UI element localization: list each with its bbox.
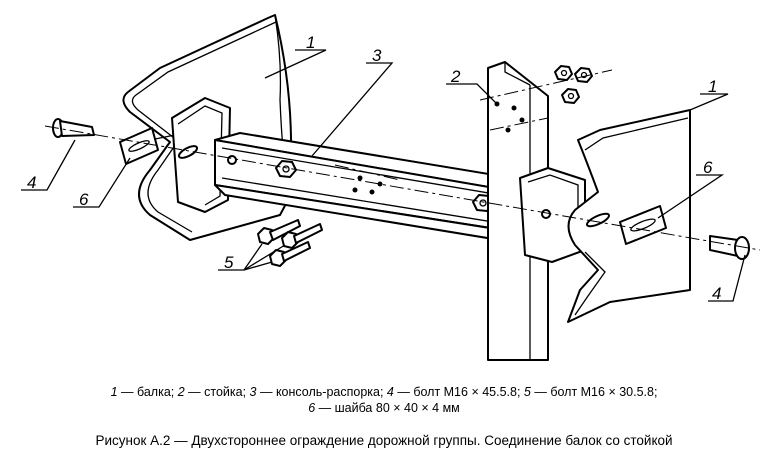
washer-right bbox=[619, 205, 667, 245]
spacer-bracket bbox=[214, 132, 556, 246]
legend-item-bolt-45: 4 — болт М16 × 45.5.8; bbox=[386, 385, 524, 399]
callout-beam-left: 1 bbox=[306, 33, 315, 52]
callout-beam-right: 1 bbox=[708, 77, 717, 96]
callout-spacer-bracket: 3 bbox=[372, 46, 382, 65]
legend-item-washer: 6 — шайба 80 × 40 × 4 мм bbox=[308, 401, 460, 415]
assembly-drawing: 1 3 2 1 6 4 6 5 4 bbox=[21, 14, 761, 361]
callout-washer-right: 6 bbox=[703, 158, 713, 177]
bolt-right bbox=[709, 235, 750, 260]
beam-right bbox=[567, 109, 691, 323]
axis-lines bbox=[44, 69, 761, 251]
callout-bolt-left: 4 bbox=[27, 173, 36, 192]
legend-item-bolt-30: 5 — болт М16 × 30.5.8; bbox=[523, 385, 658, 399]
legend-item-post: 2 — стойка; bbox=[177, 385, 250, 399]
small-bolts bbox=[257, 219, 323, 267]
callout-post: 2 bbox=[450, 67, 461, 86]
nuts bbox=[554, 65, 593, 104]
bolt-left bbox=[52, 118, 95, 138]
legend-line-2: 6 — шайба 80 × 40 × 4 мм bbox=[0, 400, 768, 416]
callout-washer-left: 6 bbox=[79, 190, 89, 209]
legend-line-1: 1 — балка; 2 — стойка; 3 — консоль-распо… bbox=[0, 384, 768, 400]
legend-item-spacer-bracket: 3 — консоль-распорка; bbox=[249, 385, 387, 399]
figure-caption: Рисунок А.2 — Двухстороннее ограждение д… bbox=[95, 433, 673, 448]
callout-bolts-small: 5 bbox=[224, 253, 234, 272]
legend-item-beam: 1 — балка; bbox=[110, 385, 178, 399]
leader-lines bbox=[21, 49, 746, 302]
callout-bolt-right: 4 bbox=[712, 284, 721, 303]
washer-left bbox=[119, 127, 159, 165]
